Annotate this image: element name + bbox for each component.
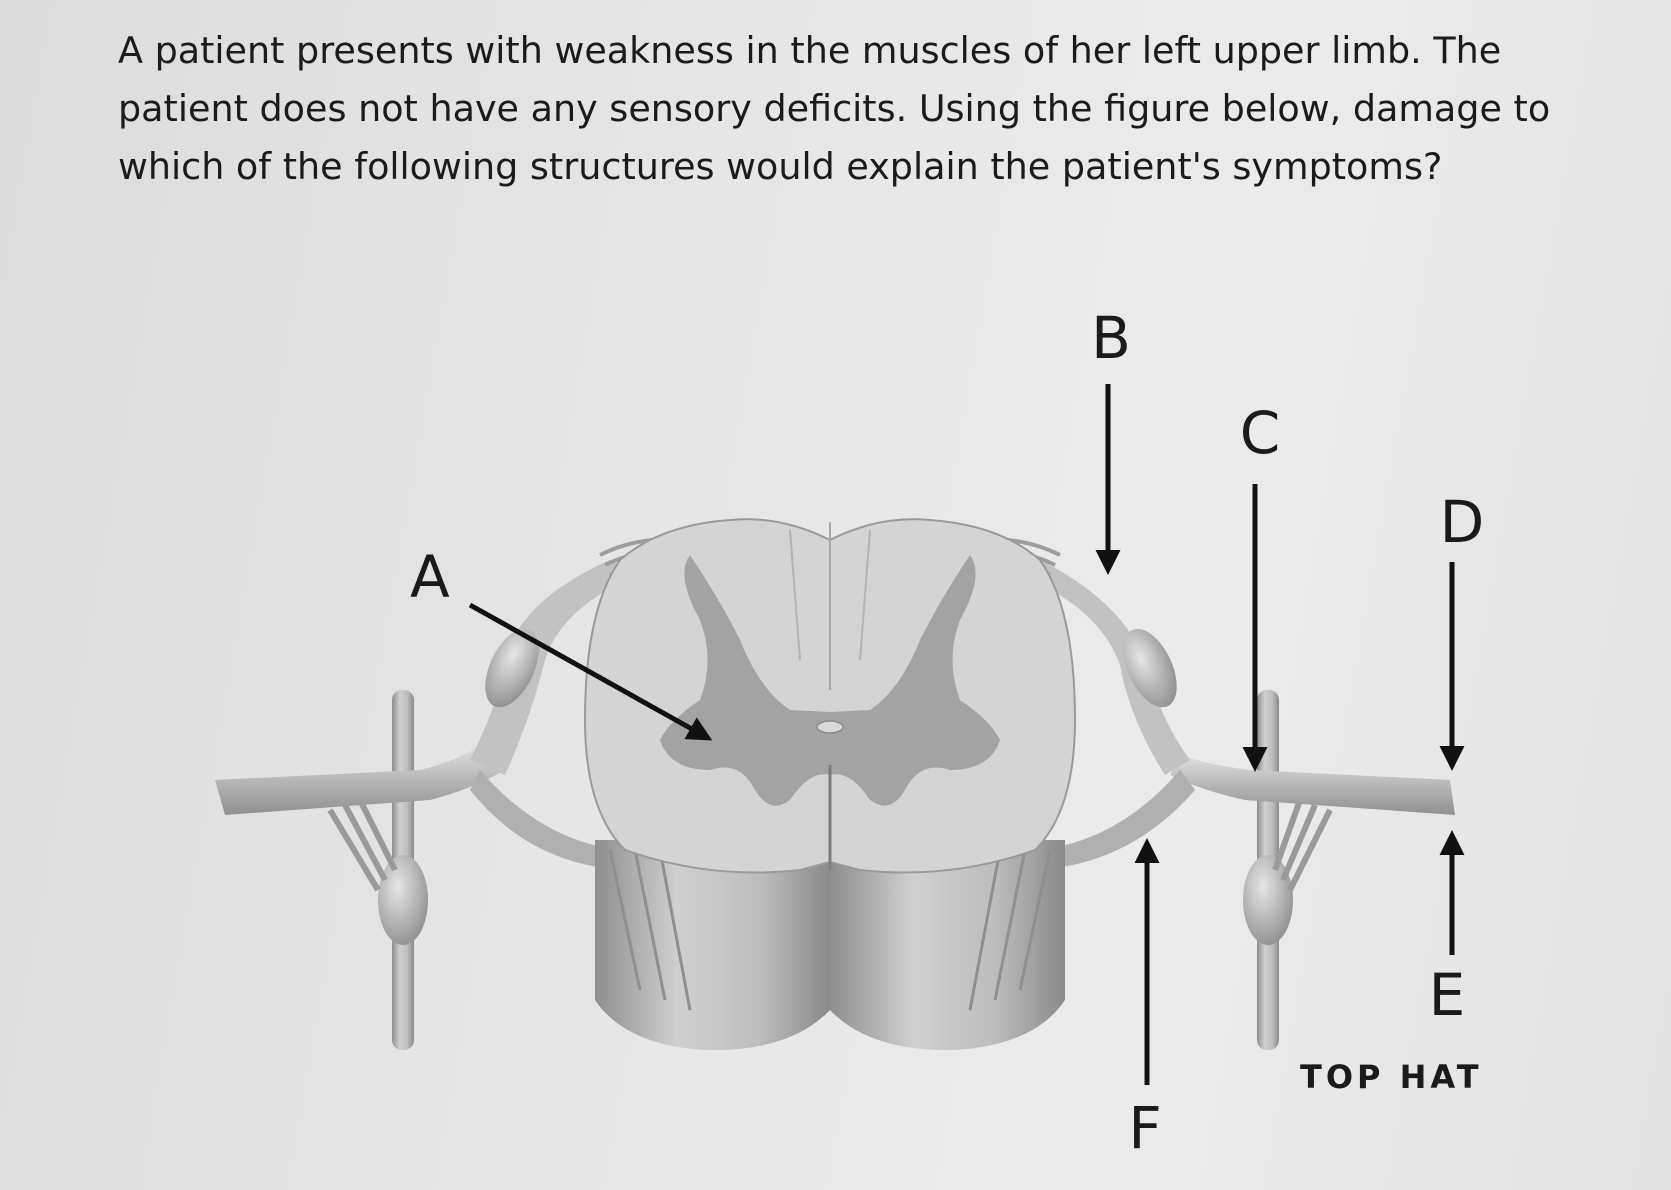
arrow-a: [468, 602, 713, 741]
label-f: F: [1128, 1094, 1161, 1162]
brand-watermark: TOP HAT: [1300, 1058, 1483, 1096]
question-text: A patient presents with weakness in the …: [118, 29, 1551, 188]
right-dorsal-root-ganglion: [1123, 628, 1177, 708]
left-dorsal-root-ganglion: [485, 628, 539, 708]
label-d: D: [1440, 488, 1485, 556]
spinal-cord-body: [583, 518, 1077, 1051]
left-ventral-root: [470, 770, 625, 870]
label-b: B: [1091, 304, 1131, 372]
right-dorsal-root: [1030, 560, 1190, 775]
right-ventral-root: [1035, 770, 1195, 870]
label-a: A: [410, 543, 450, 611]
right-spinal-nerve: [1170, 755, 1455, 815]
central-canal: [816, 720, 844, 734]
label-e: E: [1429, 961, 1466, 1029]
gray-matter: [660, 555, 1000, 806]
label-c: C: [1240, 399, 1281, 467]
left-dorsal-root: [470, 560, 635, 775]
left-spinal-nerve: [215, 745, 505, 815]
left-sympathetic-trunk: [327, 690, 428, 1050]
pointer-arrows: [468, 384, 1465, 1085]
